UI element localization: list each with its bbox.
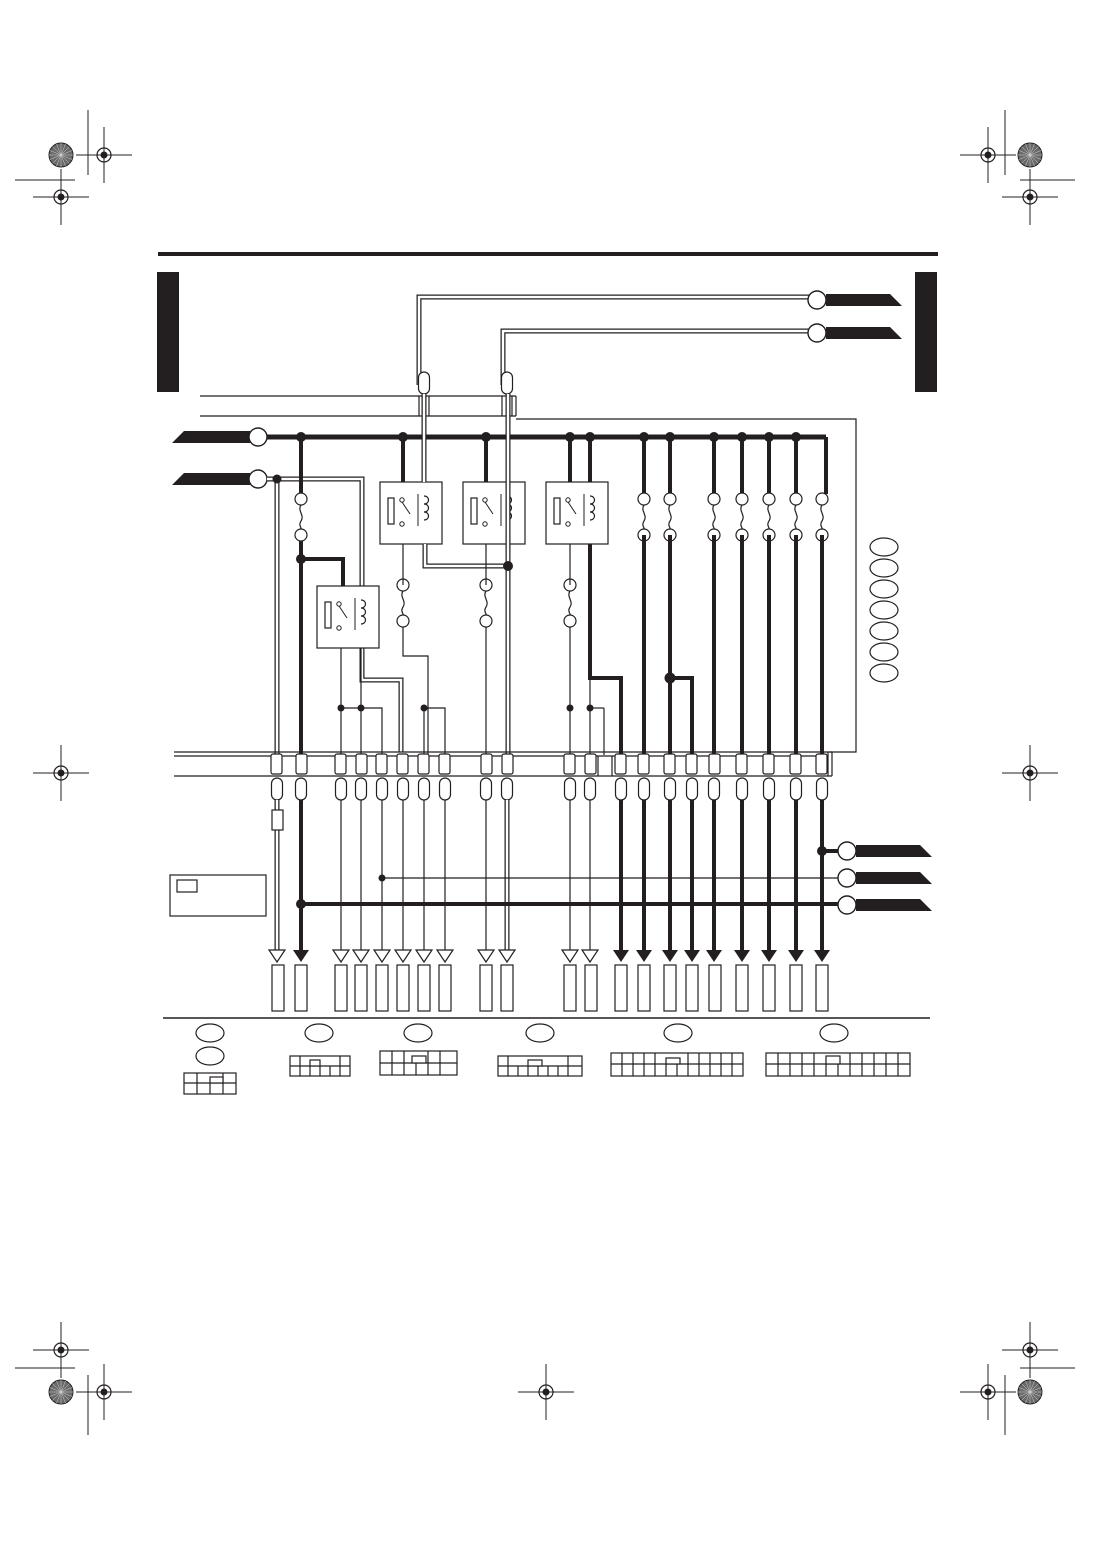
upper-harness-lines [200,395,857,753]
top-signal-wires [416,294,812,385]
relay-1 [379,481,443,545]
connector-diagrams [183,1023,911,1095]
destination-boxes [271,964,829,1012]
connector-pins [270,753,828,775]
header-rule [158,252,938,256]
top-connector-terminals [807,290,902,343]
left-side-tab [157,272,179,392]
fuse-rating-ovals [869,537,899,683]
relay-4 [316,585,380,649]
ground-terminals [837,841,932,915]
registration-marks [15,110,1075,1435]
right-side-tab [915,272,937,392]
power-input-terminals [172,427,268,489]
relay-2 [462,481,526,545]
note-box [169,874,267,917]
output-arrows [268,949,830,963]
relay-3 [545,481,609,545]
